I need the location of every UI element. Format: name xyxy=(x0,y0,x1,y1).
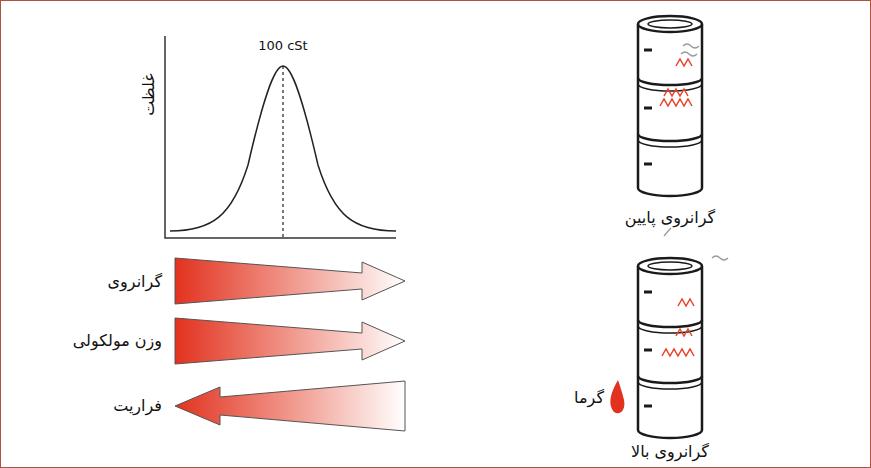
arrow-label: فراریت xyxy=(113,396,162,415)
arrow-label: وزن مولکولی xyxy=(73,331,162,350)
high-viscosity-drum xyxy=(638,258,702,438)
drum-caption: گرانروی بالا xyxy=(631,442,709,461)
heat-label: گرما xyxy=(574,388,604,407)
right-arrow xyxy=(175,258,405,304)
left-arrow xyxy=(175,381,405,431)
vapour-zigzag xyxy=(662,299,694,356)
chart-axis xyxy=(165,36,396,238)
vapour-zigzag xyxy=(660,59,692,106)
flame-icon xyxy=(610,380,624,413)
drum-caption: گرانروی پایین xyxy=(625,208,715,227)
right-arrow xyxy=(175,318,405,364)
arrow-label: گرانروی xyxy=(108,272,162,291)
low-viscosity-drum xyxy=(638,16,702,196)
peak-line xyxy=(282,66,283,237)
axis-label: غلظت xyxy=(138,74,157,117)
peak-value: 100 cSt xyxy=(258,38,307,54)
vapour-wisp xyxy=(664,44,728,260)
